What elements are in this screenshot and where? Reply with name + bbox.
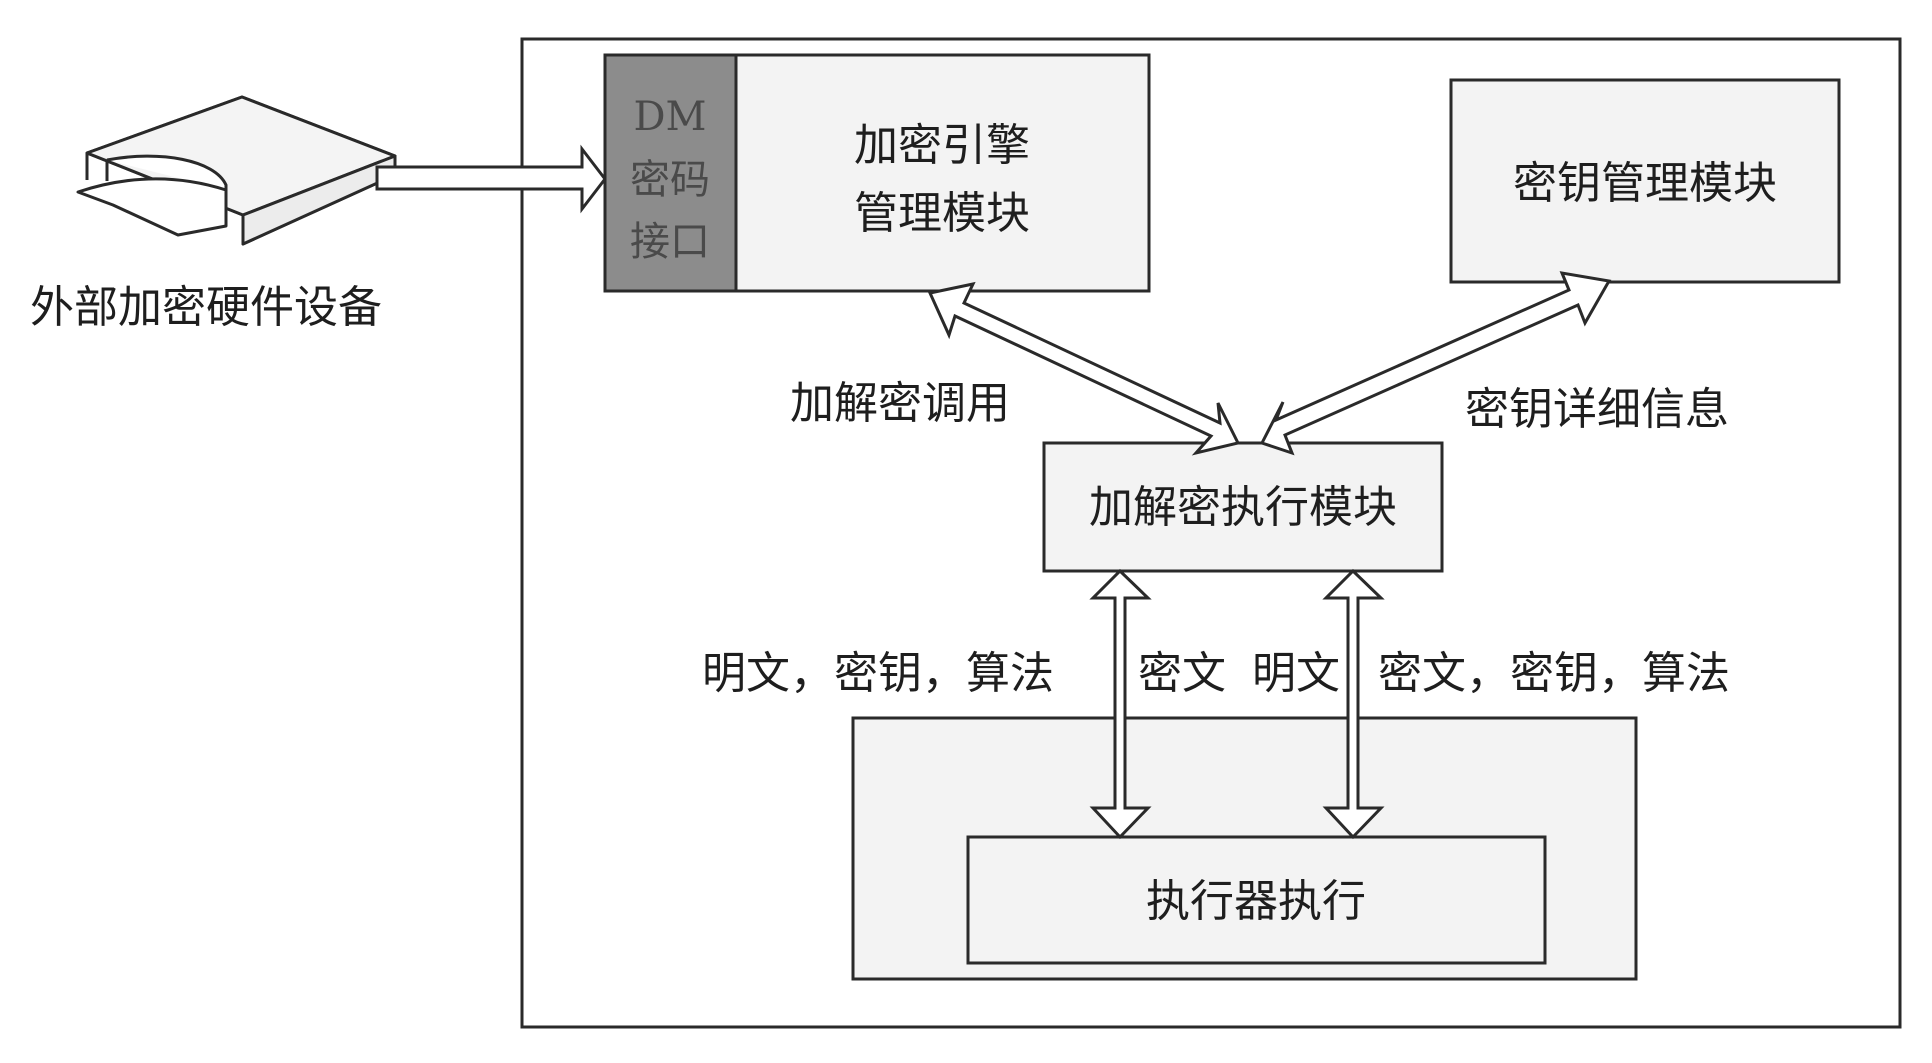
dm-interface-label-line-2: 密码 bbox=[630, 157, 710, 203]
executor-box bbox=[966, 835, 1547, 965]
key-module-label: 密钥管理模块 bbox=[1513, 158, 1777, 209]
left-down-edge-label: 明文，密钥，算法 bbox=[702, 648, 1054, 699]
dm-interface-label-line-1: DM bbox=[633, 94, 706, 140]
device-to-interface-arrow bbox=[375, 144, 607, 214]
left-up-edge-label: 密文 bbox=[1138, 648, 1226, 699]
exec-module-box bbox=[1042, 441, 1444, 573]
hardware-device-icon bbox=[76, 95, 397, 246]
engine-module-label-line-2: 管理模块 bbox=[854, 188, 1030, 239]
left-vertical-arrow bbox=[1089, 568, 1152, 840]
engine-module bbox=[603, 53, 1151, 293]
exec-module-label: 加解密执行模块 bbox=[1089, 482, 1397, 533]
dm-interface-label-line-3: 接口 bbox=[630, 219, 710, 265]
engine-module-label-line-1: 加密引擎 bbox=[854, 120, 1030, 171]
key-module-box bbox=[1449, 78, 1841, 284]
engine-exec-edge-label: 加解密调用 bbox=[790, 378, 1010, 429]
key-exec-arrow bbox=[1259, 271, 1612, 456]
right-up-edge-label: 明文 bbox=[1252, 648, 1340, 699]
hardware-device-label: 外部加密硬件设备 bbox=[30, 282, 382, 333]
executor-label: 执行器执行 bbox=[1146, 876, 1366, 927]
engine-exec-arrow bbox=[927, 281, 1241, 456]
right-down-edge-label: 密文，密钥，算法 bbox=[1378, 648, 1730, 699]
right-vertical-arrow bbox=[1322, 568, 1385, 840]
dm-interface-box bbox=[603, 53, 738, 293]
key-exec-edge-label: 密钥详细信息 bbox=[1465, 384, 1729, 435]
